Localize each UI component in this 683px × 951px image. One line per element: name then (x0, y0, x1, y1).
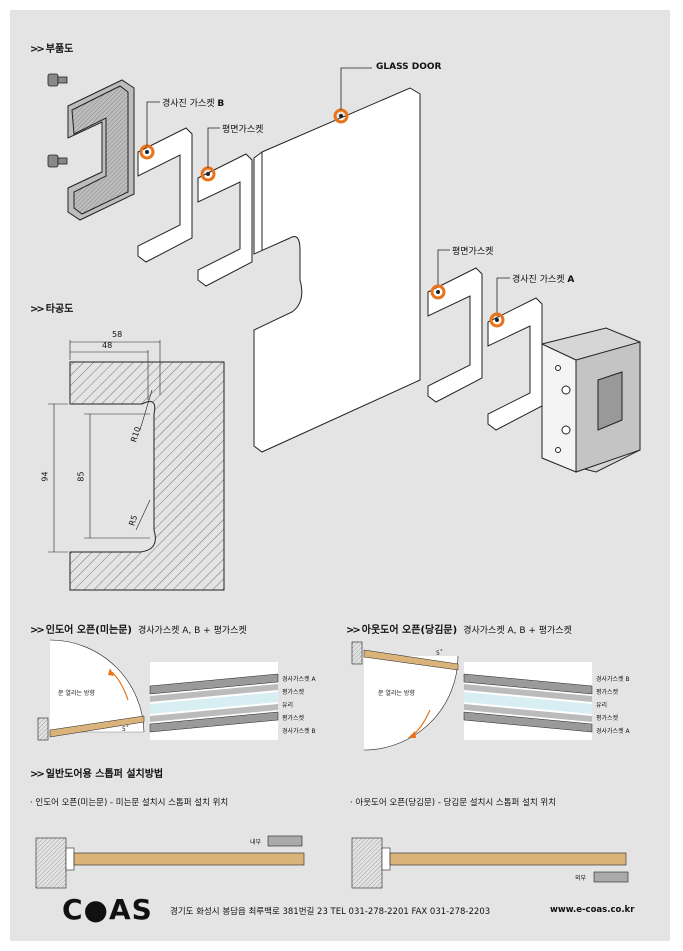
flat-gasket-shape (427, 267, 483, 403)
dim-85: 85 (76, 471, 86, 482)
stopper-in-diagram (35, 835, 305, 889)
hinge-body (541, 327, 641, 473)
layer-label: 평가스켓 (282, 689, 305, 696)
layer-label: 평가스켓 (282, 715, 305, 722)
door-direction-label: 문 열리는 방향 (378, 690, 415, 697)
angle-label: 5˚ (122, 726, 129, 733)
glass-door-shape (253, 87, 421, 453)
dim-94: 94 (40, 471, 50, 482)
flat-gasket-label: 평면가스켓 (452, 247, 494, 257)
glass-door-label: GLASS DOOR (376, 62, 442, 72)
stopper-out-caption: · 아웃도어 오픈(당김문) - 당김문 설치시 스톱퍼 설치 위치 (350, 798, 557, 808)
gasket-a-label: 경사진 가스켓 A (512, 275, 575, 285)
coas-logo: C●AS (62, 893, 153, 926)
stopper-out-diagram (351, 837, 629, 889)
orange-marker (489, 312, 505, 328)
layer-label: 경사가스켓 B (282, 728, 316, 735)
dim-58: 58 (112, 330, 123, 339)
layer-label: 경사가스켓 A (596, 728, 630, 735)
bore-drawing (48, 340, 225, 591)
out-door-diagram (351, 641, 593, 751)
door-direction-label: 문 열리는 방향 (58, 690, 95, 697)
stopper-in-caption: · 인도어 오픈(미는문) - 미는문 설치시 스톱퍼 설치 위치 (30, 798, 229, 808)
screw-icon (47, 73, 68, 168)
flat-gasket-shape (197, 153, 253, 287)
section-out-door: >>아웃도어 오픈(당김문)경사가스켓 A, B + 평가스켓 (346, 625, 572, 636)
dim-48: 48 (102, 341, 113, 350)
spec-sheet: >>부품도 >>타공도 >>인도어 오픈(미는문)경사가스켓 A, B + 평가… (10, 10, 670, 941)
layer-label: 평가스켓 (596, 715, 619, 722)
angle-label: 5˚ (436, 650, 443, 657)
technical-drawing (35, 67, 641, 889)
layer-label: 유리 (282, 702, 294, 709)
flat-gasket-label: 평면가스켓 (222, 125, 264, 135)
layer-label: 평가스켓 (596, 689, 619, 696)
footer-url[interactable]: www.e-coas.co.kr (550, 905, 635, 915)
layer-label: 경사가스켓 B (596, 676, 630, 683)
orange-marker (430, 284, 446, 300)
section-in-door: >>인도어 오픈(미는문)경사가스켓 A, B + 평가스켓 (30, 625, 247, 636)
bracket-plate (67, 79, 135, 221)
footer-address: 경기도 화성시 봉담읍 최루백로 381번길 23 TEL 031-278-22… (170, 907, 491, 917)
gasket-b-label: 경사진 가스켓 B (162, 99, 225, 109)
section-stopper: >>일반도어용 스톱퍼 설치방법 (30, 769, 164, 780)
gasket-b-shape (137, 127, 193, 263)
layer-label: 경사가스켓 A (282, 676, 316, 683)
gasket-a-shape (487, 297, 543, 431)
section-parts: >>부품도 (30, 44, 74, 55)
in-door-diagram (37, 639, 279, 741)
inner-label: 내부 (250, 839, 262, 846)
outer-label: 외부 (575, 875, 587, 882)
layer-label: 유리 (596, 702, 608, 709)
section-bore: >>타공도 (30, 304, 74, 315)
